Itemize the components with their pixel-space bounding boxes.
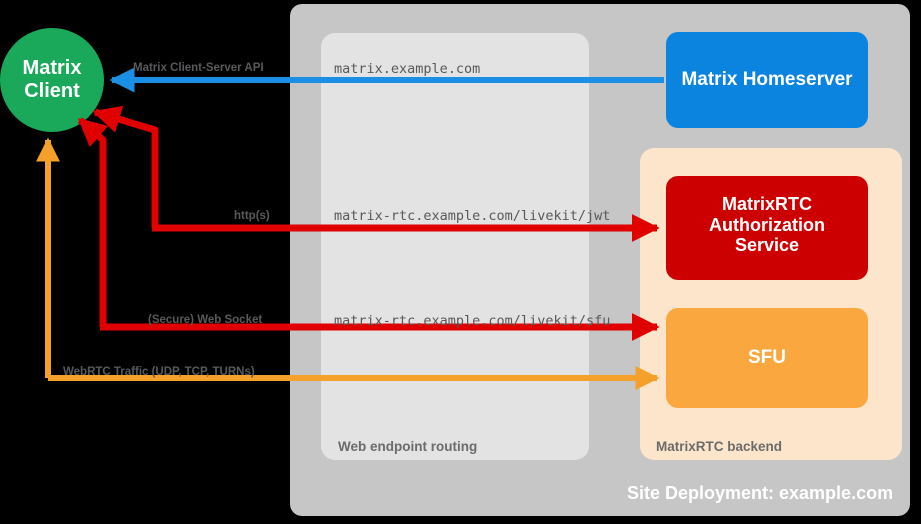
edge-https-to-client — [92, 105, 159, 228]
endpoint-matrix-label: matrix.example.com — [334, 61, 481, 77]
matrix-client-node[interactable] — [0, 28, 104, 132]
edge-label-https: http(s) — [234, 210, 270, 222]
matrixrtc-auth-service-node[interactable] — [666, 176, 868, 280]
matrix-client-label-line1: Matrix — [22, 57, 82, 79]
edge-websocket-to-client — [77, 117, 109, 327]
endpoint-sfu-label: matrix-rtc.example.com/livekit/sfu — [334, 313, 611, 329]
matrix-homeserver-label: Matrix Homeserver — [681, 69, 853, 90]
matrix-client-label: Matrix Client — [0, 57, 107, 103]
matrix-client-label-line2: Client — [24, 80, 80, 102]
auth-label-line3: Service — [734, 235, 800, 256]
web-endpoint-routing-label: Web endpoint routing — [338, 439, 478, 454]
auth-label-line1: MatrixRTC — [721, 194, 812, 214]
matrixrtc-auth-service-label: MatrixRTC Authorization Service — [666, 194, 868, 256]
web-endpoint-routing-group — [321, 33, 589, 460]
site-deployment-label: Site Deployment: example.com — [627, 483, 894, 503]
edge-label-matrix-client-server-api: Matrix Client-Server API — [133, 62, 264, 74]
auth-label-line2: Authorization — [709, 214, 825, 235]
edge-label-webrtc: WebRTC Traffic (UDP, TCP, TURNs) — [63, 366, 255, 378]
edge-label-websocket: (Secure) Web Socket — [148, 314, 263, 326]
matrixrtc-backend-label: MatrixRTC backend — [656, 439, 783, 454]
matrix-homeserver-node[interactable] — [666, 32, 868, 128]
sfu-node[interactable] — [666, 308, 868, 408]
sfu-label: SFU — [748, 347, 786, 368]
endpoint-jwt-label: matrix-rtc.example.com/livekit/jwt — [334, 208, 611, 224]
